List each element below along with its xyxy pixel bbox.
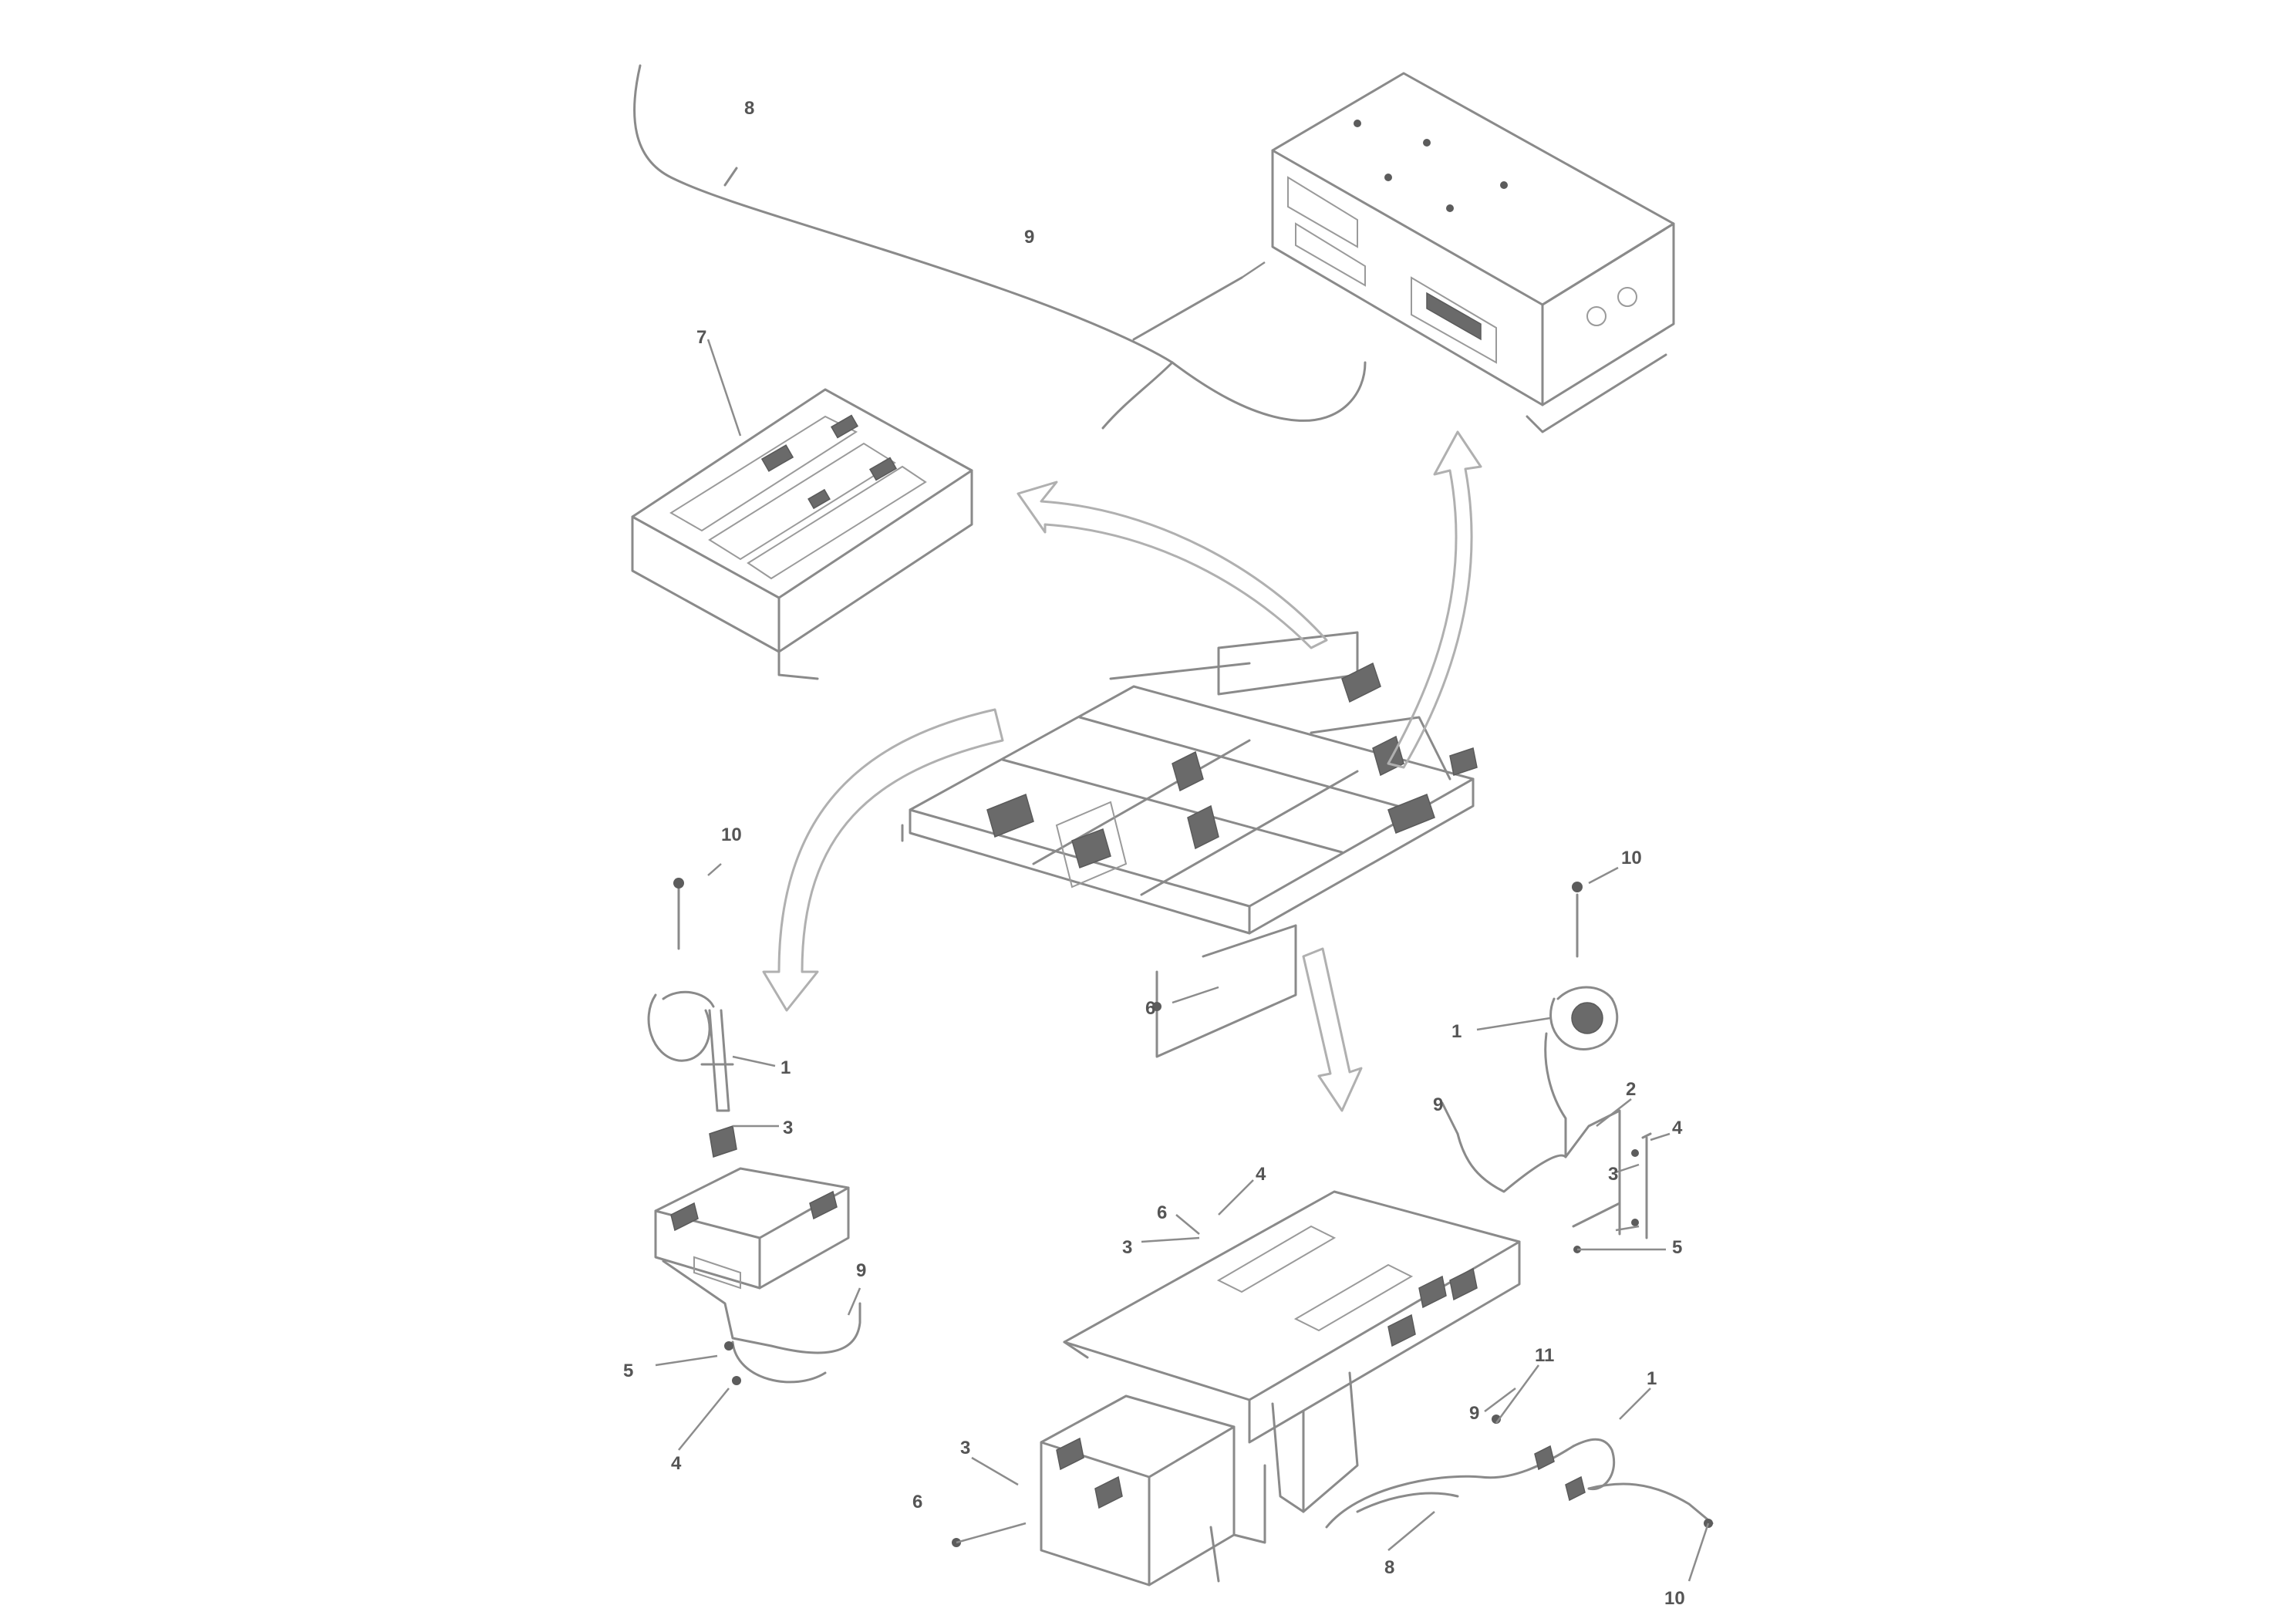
callout-1-base: 1 <box>1647 1368 1657 1389</box>
right-bracket-assembly <box>1441 866 1671 1253</box>
control-unit-box <box>1271 72 1675 433</box>
callout-10-left: 10 <box>721 824 742 845</box>
base-frame <box>952 1179 1714 1587</box>
callout-labels: 8 9 7 10 1 3 9 5 4 6 10 1 9 2 4 3 5 4 6 … <box>623 98 1685 1609</box>
callout-4-left: 4 <box>671 1453 682 1474</box>
callout-3-base-lower: 3 <box>960 1438 970 1458</box>
callout-8-top: 8 <box>744 98 754 119</box>
left-bracket-assembly <box>647 863 861 1451</box>
callout-7-panel: 7 <box>696 327 706 348</box>
callout-10-base: 10 <box>1664 1588 1685 1609</box>
callout-1-left: 1 <box>781 1057 791 1078</box>
callout-11-base: 11 <box>1535 1345 1554 1366</box>
callout-1-right: 1 <box>1451 1021 1462 1042</box>
callout-9-top: 9 <box>1024 227 1034 248</box>
callout-8-base: 8 <box>1384 1557 1394 1578</box>
wiring-harness-top <box>633 64 1367 430</box>
callout-2-right: 2 <box>1626 1079 1636 1100</box>
callout-4-base: 4 <box>1256 1164 1266 1185</box>
callout-3-left: 3 <box>783 1118 793 1138</box>
callout-6-frame: 6 <box>1145 998 1155 1019</box>
callout-9-left: 9 <box>856 1260 866 1281</box>
callout-6-base: 6 <box>1157 1202 1167 1223</box>
chassis-frame <box>901 631 1478 1058</box>
control-panel <box>631 339 973 680</box>
callout-9-base: 9 <box>1469 1403 1479 1424</box>
callout-10-right: 10 <box>1621 848 1642 868</box>
callout-3-base: 3 <box>1122 1237 1132 1258</box>
callout-5-right: 5 <box>1672 1237 1682 1258</box>
callout-5-left: 5 <box>623 1361 633 1381</box>
assembly-arrows <box>762 430 1482 1112</box>
callout-6-base-lower: 6 <box>912 1492 922 1512</box>
callout-9-right: 9 <box>1433 1094 1443 1115</box>
callout-4-right: 4 <box>1672 1118 1683 1138</box>
callout-3-right: 3 <box>1608 1164 1618 1185</box>
